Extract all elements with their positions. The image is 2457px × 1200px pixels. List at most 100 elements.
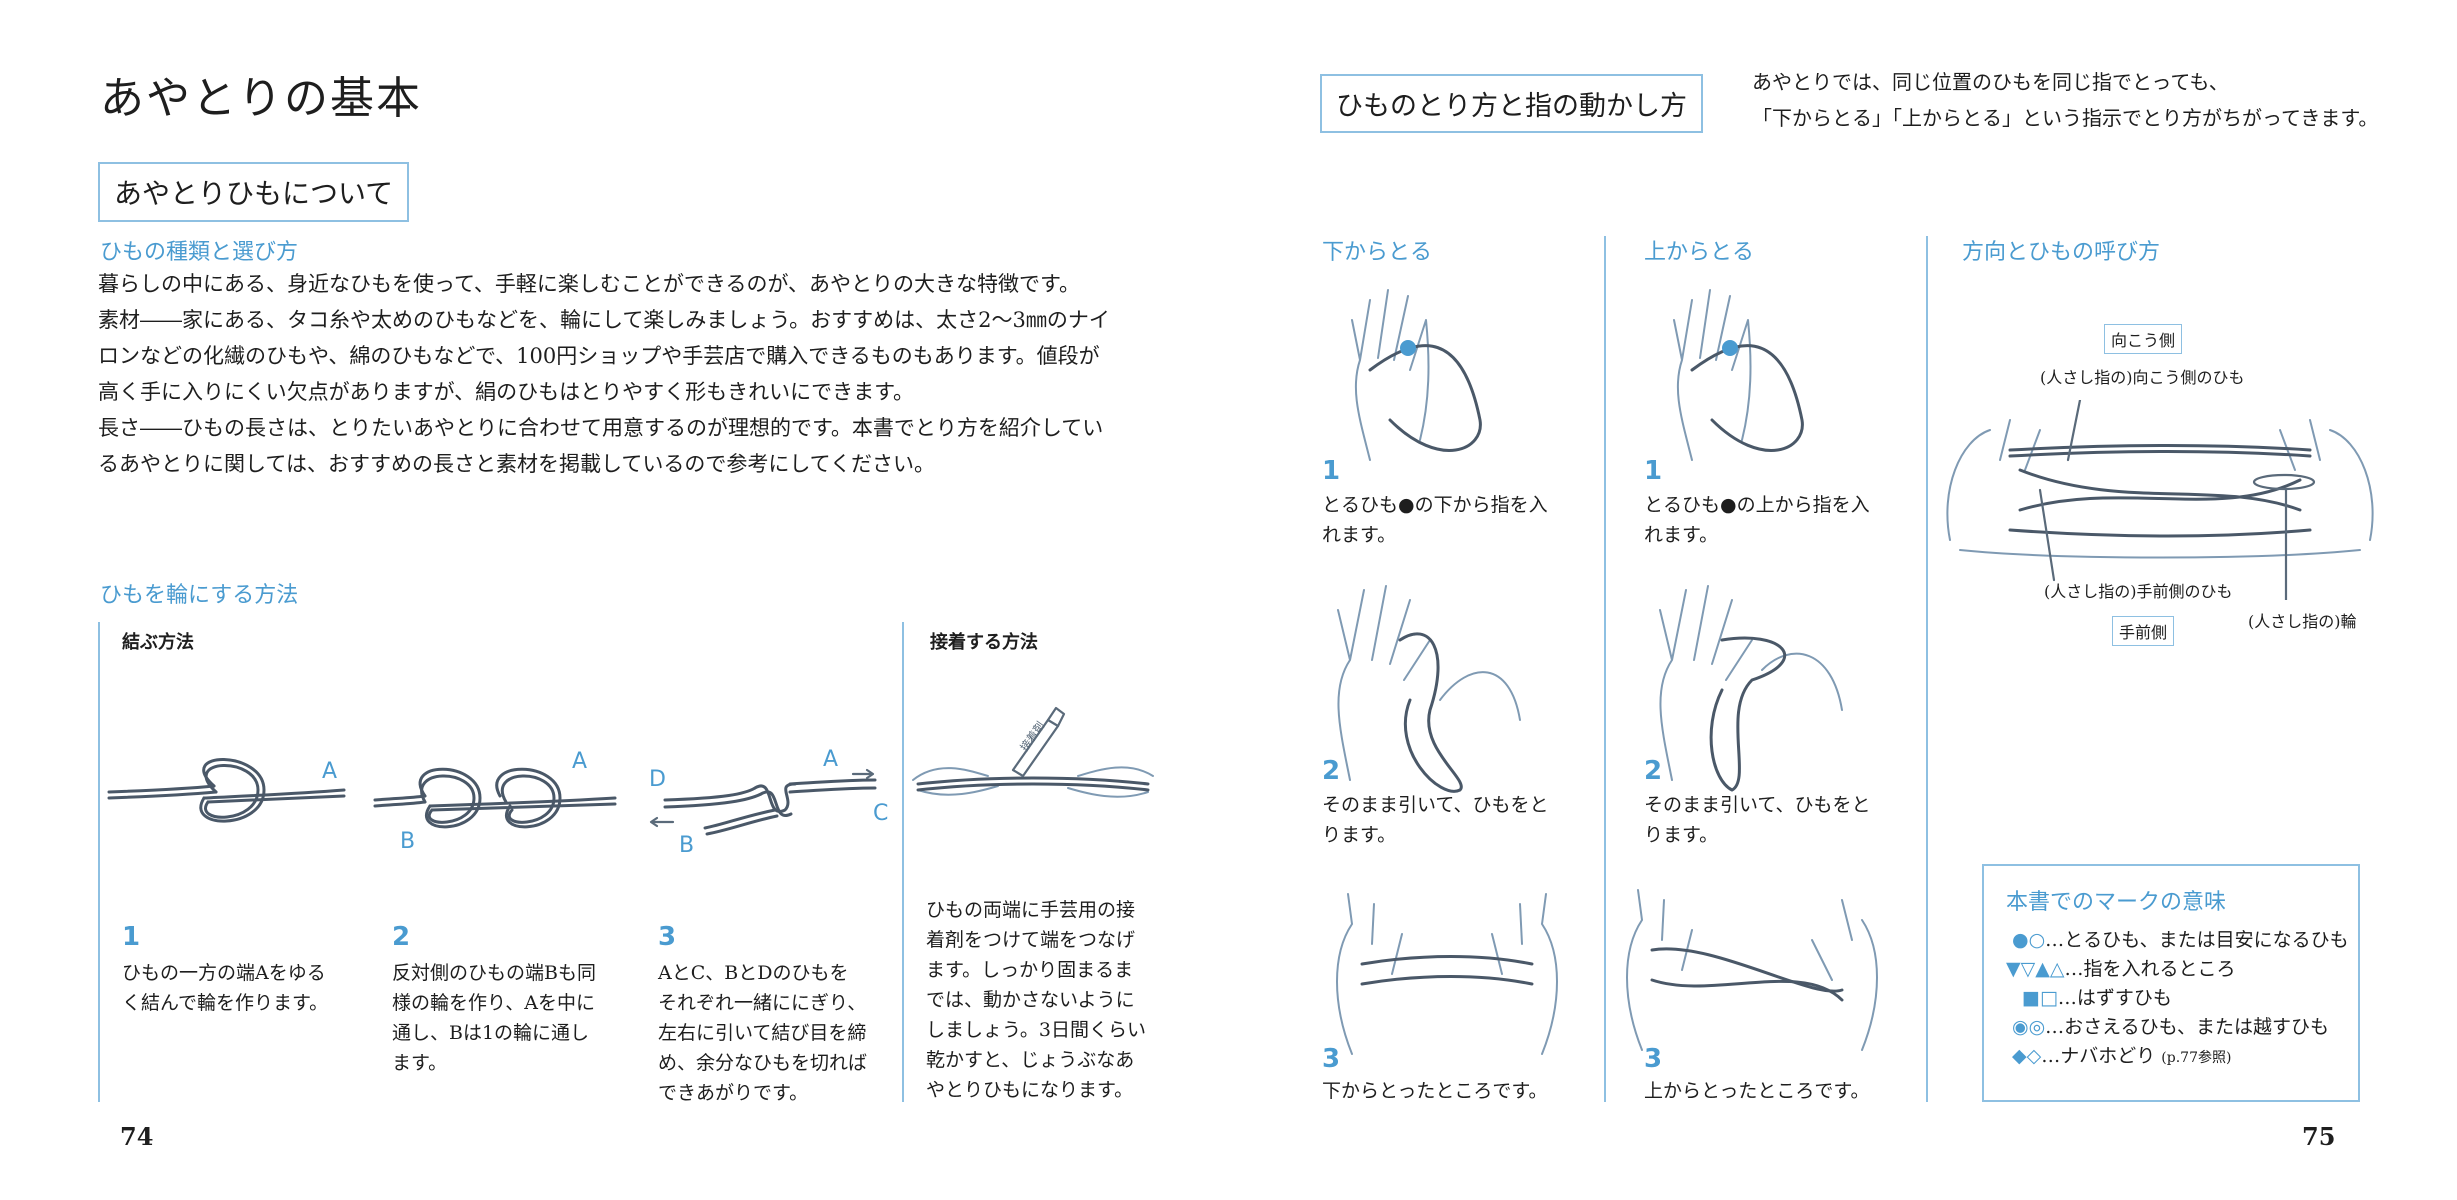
step-text: 反対側のひもの端Bも同 様の輪を作り、Aを中に 通し、Bは1の輪に通し ます。 — [392, 958, 596, 1078]
from-below-heading: 下からとる — [1322, 240, 1433, 265]
step-line: そのまま引いて、ひもをと — [1644, 794, 1871, 816]
label-b: B — [400, 829, 415, 854]
glue-line: 乾かすと、じょうぶなあ — [926, 1049, 1135, 1071]
from-below-step-3: 3 下からとったところです。 — [1322, 1044, 1548, 1106]
glue-method-label: 接着する方法 — [930, 632, 1038, 653]
knot-step2-illustration: A B — [370, 740, 620, 860]
step-text: とるひも●の下から指を入 れます。 — [1322, 490, 1548, 550]
mark-text: …はずすひも — [2057, 987, 2172, 1009]
mark-symbol: ●○ — [2012, 929, 2046, 951]
step-number: 1 — [122, 922, 141, 952]
loop-label: (人さし指の)輪 — [2248, 612, 2357, 631]
step-number: 1 — [1644, 456, 1663, 486]
mark-text: …ナバホどり — [2041, 1045, 2156, 1067]
step-line: れます。 — [1322, 524, 1397, 546]
step-line: それぞれ一緒ににぎり、 — [658, 992, 867, 1014]
column-rule — [1926, 236, 1928, 1102]
from-below-step-2: 2 そのまま引いて、ひもをと ります。 — [1322, 756, 1548, 850]
step-line: ります。 — [1644, 824, 1719, 846]
paragraph-line: 暮らしの中にある、身近なひもを使って、手軽に楽しむことができるのが、あやとりの大… — [98, 272, 1080, 296]
step-text: AとC、BとDのひもを それぞれ一緒ににぎり、 左右に引いて結び目を締 め、余分… — [658, 958, 867, 1108]
step-text: そのまま引いて、ひもをと ります。 — [1322, 790, 1548, 850]
glue-line: では、動かさないように — [926, 989, 1135, 1011]
step-line: ます。 — [392, 1052, 448, 1074]
glue-line: やとりひもになります。 — [926, 1079, 1134, 1101]
from-above-step-3: 3 上からとったところです。 — [1644, 1044, 1870, 1106]
glue-line: ひもの両端に手芸用の接 — [926, 899, 1136, 921]
mark-row: ●○…とるひも、または目安になるひも — [2006, 926, 2349, 955]
paragraph-line: 長さ――ひもの長さは、とりたいあやとりに合わせて用意するのが理想的です。本書でと… — [98, 416, 1104, 440]
mark-row: ◆◇…ナバホどり (p.77参照) — [2006, 1042, 2336, 1073]
step-text: そのまま引いて、ひもをと ります。 — [1644, 790, 1870, 850]
glue-line: ます。しっかり固まるま — [926, 959, 1134, 981]
from-above-step-1: 1 とるひも●の上から指を入 れます。 — [1644, 456, 1870, 550]
column-rule — [1604, 236, 1606, 1102]
glue-line: 着剤をつけて端をつなげ — [926, 929, 1136, 951]
knot-method-label: 結ぶ方法 — [122, 632, 194, 653]
intro-paragraph: 暮らしの中にある、身近なひもを使って、手軽に楽しむことができるのが、あやとりの大… — [98, 266, 1110, 482]
knot-step1-illustration: A — [104, 740, 354, 850]
far-side-tag: 向こう側 — [2104, 324, 2183, 354]
mark-symbol: ▼▽▲△ — [2006, 958, 2065, 980]
label-d: D — [649, 767, 666, 792]
mark-symbol: ■□ — [2022, 987, 2058, 1009]
step-line: 左右に引いて結び目を締 — [658, 1022, 867, 1044]
mark-row: ▼▽▲△…指を入れるところ — [2006, 955, 2336, 984]
paragraph-line: 高く手に入りにくい欠点がありますが、絹のひもはとりやすく形もきれいにできます。 — [98, 380, 915, 404]
near-side-tag: 手前側 — [2112, 616, 2175, 646]
near-string-label: (人さし指の)手前側のひも — [2044, 582, 2233, 601]
column-rule — [98, 622, 100, 1102]
section-heading-string-types: ひもの種類と選び方 — [100, 240, 299, 265]
step-number: 2 — [1322, 756, 1341, 786]
step-line: 下からとったところです。 — [1322, 1080, 1548, 1102]
from-above-step3-illustration — [1612, 880, 1892, 1060]
knot-step-1: 1 ひもの一方の端Aをゆる く結んで輪を作ります。 — [122, 922, 328, 1018]
glue-method-text: ひもの両端に手芸用の接 着剤をつけて端をつなげ ます。しっかり固まるま では、動… — [926, 895, 1146, 1105]
step-line: ひもの一方の端Aをゆる — [122, 962, 326, 984]
right-title-box: ひものとり方と指の動かし方 — [1320, 74, 1703, 133]
mark-text: …指を入れるところ — [2064, 958, 2236, 980]
step-number: 2 — [392, 922, 411, 952]
from-above-step2-illustration — [1642, 580, 1852, 800]
knot-step-2: 2 反対側のひもの端Bも同 様の輪を作り、Aを中に 通し、Bは1の輪に通し ます… — [392, 922, 596, 1078]
page-number-left: 74 — [120, 1122, 154, 1151]
mark-text: …おさえるひも、または越すひも — [2045, 1016, 2330, 1038]
step-line: め、余分なひもを切れば — [658, 1052, 868, 1074]
step-line: く結んで輪を作ります。 — [122, 992, 329, 1014]
from-above-step-2: 2 そのまま引いて、ひもをと ります。 — [1644, 756, 1870, 850]
step-text: 下からとったところです。 — [1322, 1076, 1548, 1106]
subtitle-box: あやとりひもについて — [98, 162, 410, 222]
mark-text: …とるひも、または目安になるひも — [2045, 929, 2349, 951]
label-a: A — [572, 749, 587, 774]
left-page-title: あやとりの基本 — [100, 73, 422, 124]
intro-line: あやとりでは、同じ位置のひもを同じ指でとっても、 — [1752, 70, 2229, 94]
column-rule — [902, 622, 904, 1102]
step-number: 3 — [1322, 1044, 1341, 1074]
from-below-step-1: 1 とるひも●の下から指を入 れます。 — [1322, 456, 1548, 550]
page-number-right: 75 — [2302, 1122, 2336, 1151]
far-string-label: (人さし指の)向こう側のひも — [2040, 368, 2245, 387]
right-intro: あやとりでは、同じ位置のひもを同じ指でとっても、 「下からとる」「上からとる」と… — [1752, 64, 2378, 136]
knot-step3-illustration: A C D B — [645, 740, 895, 860]
label-a: A — [823, 747, 838, 772]
step-number: 3 — [658, 922, 677, 952]
mark-symbol: ◉◎ — [2012, 1016, 2046, 1038]
label-b: B — [679, 833, 694, 858]
step-line: できあがりです。 — [658, 1082, 809, 1104]
step-line: とるひも●の下から指を入 — [1322, 494, 1548, 516]
step-line: そのまま引いて、ひもをと — [1322, 794, 1549, 816]
marks-legend-heading: 本書でのマークの意味 — [2006, 890, 2227, 915]
step-line: 様の輪を作り、Aを中に — [392, 992, 595, 1014]
from-above-heading: 上からとる — [1644, 240, 1755, 265]
intro-line: 「下からとる」「上からとる」という指示でとり方がちがってきます。 — [1752, 106, 2379, 130]
glue-illustration: 接着剤 — [908, 700, 1158, 860]
direction-heading: 方向とひもの呼び方 — [1962, 240, 2161, 265]
paragraph-line: 素材――家にある、タコ糸や太めのひもなどを、輪にして楽しみましょう。おすすめは、… — [98, 308, 1110, 332]
step-line: AとC、BとDのひもを — [658, 962, 849, 984]
step-number: 2 — [1644, 756, 1663, 786]
section-heading-make-loop: ひもを輪にする方法 — [100, 583, 299, 608]
step-text: とるひも●の上から指を入 れます。 — [1644, 490, 1870, 550]
direction-diagram — [1940, 400, 2380, 600]
step-text: 上からとったところです。 — [1644, 1076, 1870, 1106]
step-number: 1 — [1322, 456, 1341, 486]
